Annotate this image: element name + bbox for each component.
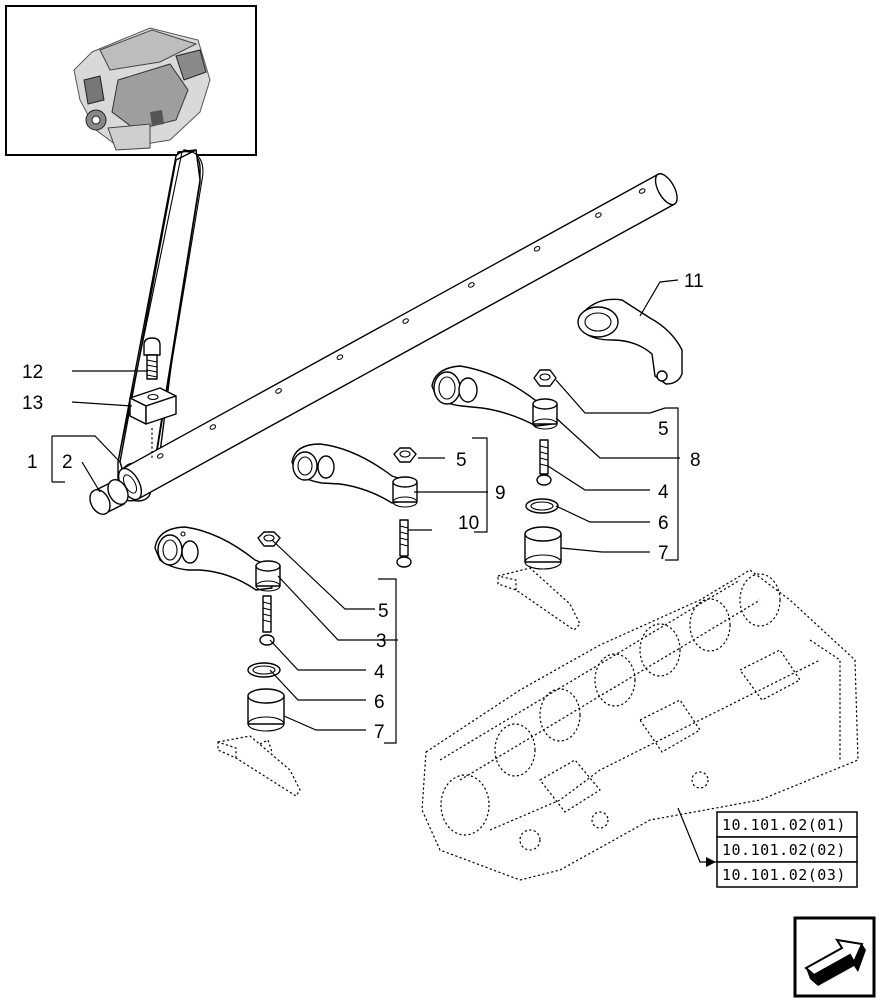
shaft-end-plug — [89, 479, 129, 515]
callout-3: 3 — [376, 631, 387, 652]
callout-5-right: 5 — [658, 419, 669, 440]
next-page-button[interactable] — [793, 916, 876, 998]
callout-5-middle: 5 — [456, 450, 467, 471]
reference-box-2[interactable]: 10.101.02(02) — [716, 836, 858, 863]
adjust-nut-middle — [393, 447, 417, 463]
engine-thumbnail[interactable] — [5, 5, 257, 156]
valve-pad-left — [247, 688, 285, 732]
rocker-arm-middle — [291, 443, 409, 504]
callout-7-right: 7 — [658, 543, 669, 564]
callout-4-left: 4 — [374, 662, 385, 683]
adjust-screw-left — [259, 595, 275, 646]
adjust-screw-middle — [396, 519, 412, 568]
rocker-arm-left — [154, 526, 273, 591]
reference-label-2: 10.101.02(02) — [722, 841, 846, 859]
rocker-shaft-body — [117, 173, 678, 501]
reference-label-3: 10.101.02(03) — [722, 866, 846, 884]
callout-6-right: 6 — [658, 513, 669, 534]
adjust-nut-right — [533, 369, 557, 387]
adjust-screw-right — [536, 439, 552, 486]
callout-12: 12 — [22, 362, 43, 383]
callout-4-right: 4 — [658, 482, 669, 503]
cylinder-head-phantom — [421, 569, 859, 881]
callout-7-left: 7 — [374, 722, 385, 743]
reference-box-1[interactable]: 10.101.02(01) — [716, 811, 858, 838]
rocker-arm-right — [431, 365, 553, 427]
shaft-support-block — [129, 387, 177, 425]
callout-9: 9 — [495, 483, 506, 504]
next-page-arrow-icon — [804, 938, 866, 986]
oil-pipe-fitting — [577, 298, 683, 385]
callout-1: 1 — [27, 452, 38, 473]
callout-11: 11 — [684, 271, 704, 292]
callout-2: 2 — [62, 452, 73, 473]
snap-ring-right — [525, 498, 559, 514]
valve-pad-right — [524, 526, 562, 570]
reference-box-3[interactable]: 10.101.02(03) — [716, 861, 858, 888]
callout-5-left: 5 — [378, 601, 389, 622]
rocker-sleeve-middle — [392, 476, 418, 508]
reference-label-1: 10.101.02(01) — [722, 816, 846, 834]
callout-13: 13 — [22, 393, 43, 414]
valve-bridge-left — [217, 735, 301, 797]
valve-bridge-right — [497, 567, 581, 631]
callout-6-left: 6 — [374, 692, 385, 713]
callout-numbers: 1 2 3 4 4 5 5 5 6 6 7 7 8 9 10 11 12 13 — [22, 271, 704, 743]
rocker-sleeve-left — [255, 560, 281, 592]
shaft-bolt — [143, 337, 161, 380]
rocker-sleeve-right — [532, 398, 558, 430]
callout-8: 8 — [690, 450, 701, 471]
snap-ring-left — [247, 662, 281, 678]
callout-10: 10 — [458, 513, 479, 534]
engine-thumbnail-icon — [73, 27, 211, 151]
leader-lines — [51, 279, 716, 867]
